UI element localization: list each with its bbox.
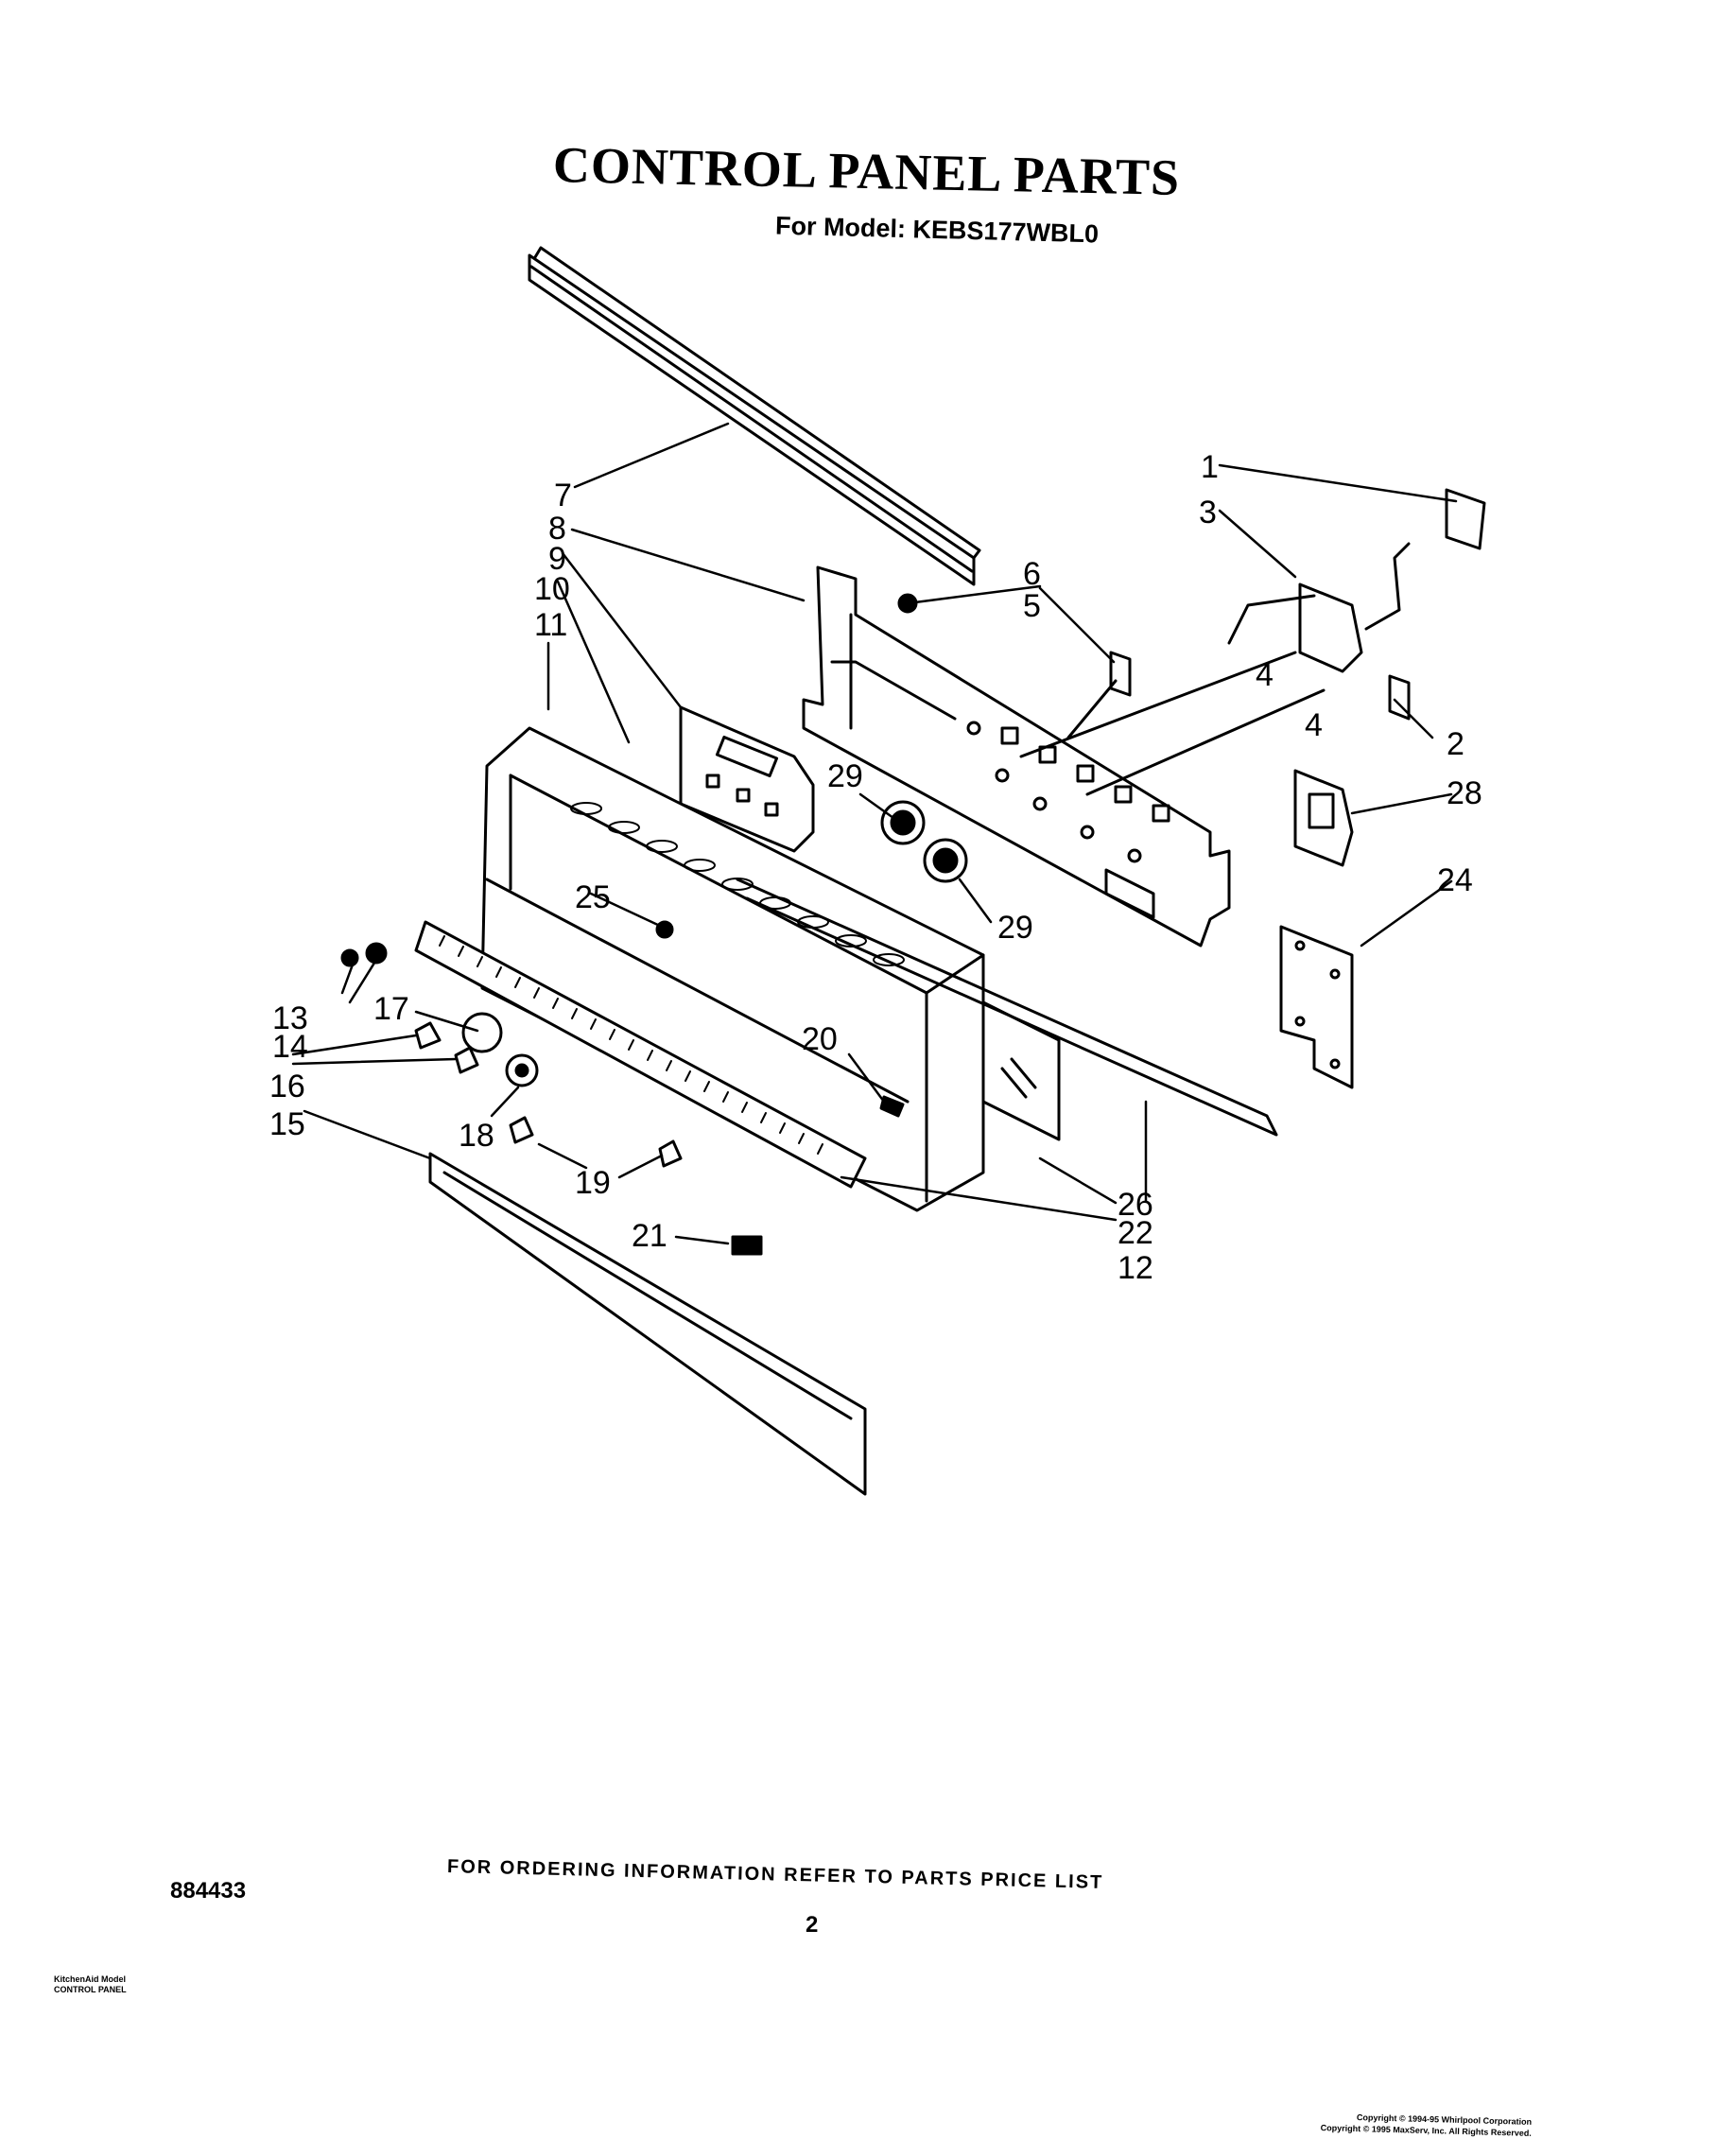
callout-18: 18 xyxy=(459,1118,494,1154)
small-hardware xyxy=(340,920,905,1256)
callout-15: 15 xyxy=(269,1106,305,1142)
callout-21: 21 xyxy=(632,1218,667,1254)
callout-2: 2 xyxy=(1447,726,1464,762)
callout-24: 24 xyxy=(1437,862,1473,898)
leader-lines xyxy=(291,422,1458,1245)
callout-12: 12 xyxy=(1118,1250,1153,1286)
footer-label-line: CONTROL PANEL xyxy=(54,1985,127,1994)
control-knobs xyxy=(880,800,968,883)
callout-10: 10 xyxy=(534,571,570,607)
footer-label: KitchenAid Model CONTROL PANEL xyxy=(54,1974,127,1995)
bottom-trim-strip xyxy=(428,1152,867,1496)
callout-20: 20 xyxy=(802,1021,838,1057)
sheet-number: 2 xyxy=(806,1912,819,1938)
callout-5: 5 xyxy=(1023,588,1041,624)
callout-3: 3 xyxy=(1199,495,1217,530)
callout-28: 28 xyxy=(1447,775,1482,811)
callout-8: 8 xyxy=(548,511,566,547)
callout-1: 1 xyxy=(1201,449,1219,485)
callout-14: 14 xyxy=(272,1029,308,1065)
mounting-bracket xyxy=(802,565,1231,948)
console-frame xyxy=(480,726,985,1212)
callout-16: 16 xyxy=(269,1069,305,1104)
callout-labels: 1 2 3 4 4 5 6 7 8 9 10 11 12 13 14 15 16… xyxy=(269,449,1482,1286)
callout-7: 7 xyxy=(554,478,572,513)
callout-4: 4 xyxy=(1256,657,1274,693)
vent-grille xyxy=(414,920,867,1189)
glass-panel xyxy=(736,878,1278,1141)
callout-4: 4 xyxy=(1305,707,1323,743)
callout-17: 17 xyxy=(373,991,409,1027)
page-number: 884433 xyxy=(170,1878,247,1904)
footer-label-line: KitchenAid Model xyxy=(54,1974,126,1984)
callout-29: 29 xyxy=(827,758,863,794)
callout-9: 9 xyxy=(548,541,566,577)
callout-6: 6 xyxy=(1023,556,1041,592)
callout-19: 19 xyxy=(575,1165,611,1201)
callout-22: 22 xyxy=(1118,1215,1153,1251)
callout-11: 11 xyxy=(534,607,567,643)
top-trim-strip xyxy=(528,246,981,586)
callout-25: 25 xyxy=(575,879,611,915)
callout-29: 29 xyxy=(997,910,1033,946)
callout-26: 26 xyxy=(1118,1187,1153,1223)
switch-housing xyxy=(1293,769,1354,867)
side-bracket xyxy=(1279,925,1354,1089)
callout-13: 13 xyxy=(272,1000,308,1036)
